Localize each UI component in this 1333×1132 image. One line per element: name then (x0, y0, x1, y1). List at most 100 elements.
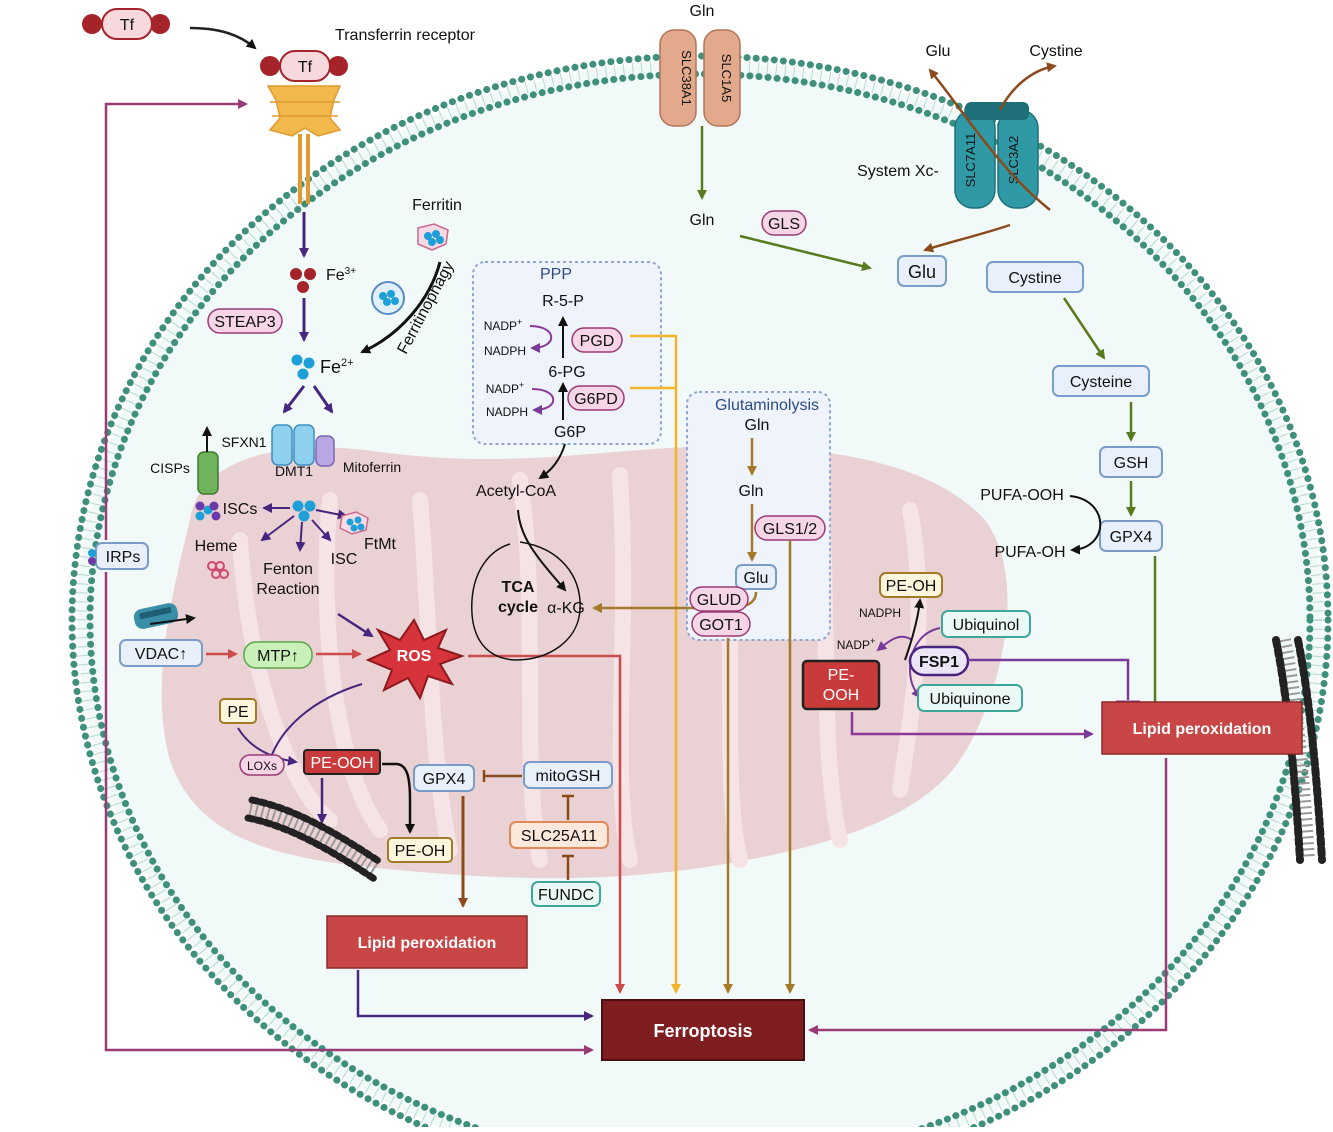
pe-ooh-to-pe-oh-arrow (382, 762, 415, 834)
nadp-1-label: NADP+ (484, 317, 523, 333)
transferrin-receptor-label: Transferrin receptor (335, 27, 476, 44)
glud-box: GLUD (689, 586, 749, 612)
pgd-box: PGD (571, 327, 623, 353)
iscs-icon (195, 501, 221, 521)
gsh-label: GSH (1114, 455, 1149, 472)
iscs-label: ISCs (223, 501, 258, 518)
pe-oh-cytosol-box: PE-OH (879, 572, 943, 598)
ros-label: ROS (397, 648, 432, 665)
cell-membrane-inner (86, 70, 1314, 1132)
slc38a1-label: SLC38A1 (679, 50, 694, 106)
vdac-box: VDAC↑ (119, 639, 203, 667)
pe-oh-cytosol-label: PE-OH (886, 578, 937, 595)
pe-ooh-cytosol-line1: PE- (828, 667, 855, 684)
tca-label-1: TCA (502, 579, 535, 596)
glu-box: Glu (897, 255, 947, 287)
mtp-box: MTP↑ (243, 641, 313, 669)
pe-ooh-mito-label: PE-OOH (310, 755, 373, 772)
pe-box: PE (219, 698, 257, 724)
nadp-cytosol-text: NADP (837, 638, 870, 652)
irps-to-receptor-arrow (104, 99, 248, 540)
fsp1-pe-oh-arrow (904, 598, 925, 661)
cysteine-label: Cysteine (1070, 374, 1132, 391)
nadp-2-label: NADP+ (486, 380, 525, 396)
ros-to-ferroptosis-arrow (468, 654, 625, 994)
iron-ion-icon (260, 56, 280, 76)
got1-box: GOT1 (691, 611, 751, 637)
fe2-ion-icon (291, 354, 303, 366)
ftmt-icon (339, 511, 369, 535)
fe3-ion-icon (304, 268, 316, 280)
mito-lipid-peroxidation-to-ferroptosis-arrow (356, 970, 594, 1021)
slc1a5-label: SLC1A5 (719, 54, 734, 102)
lipid-peroxidation-cytosol-label: Lipid peroxidation (1133, 721, 1272, 738)
g6pd-box: G6PD (567, 385, 625, 411)
dmt1-transporter (271, 424, 315, 466)
nadp-cytosol-plus: + (870, 636, 875, 646)
pe-ooh-cytosol-line2: OOH (823, 687, 859, 704)
ubiquinone-box: Ubiquinone (917, 684, 1023, 712)
tf-binding-arrow (189, 26, 257, 50)
lipid-peroxidation-to-ferroptosis-arrow (808, 758, 1168, 1035)
reaction-label: Reaction (256, 581, 319, 598)
nadph-1-label: NADPH (484, 344, 526, 358)
glutaminolysis-glu-box: Glu (735, 564, 777, 590)
fundc-box: FUNDC (531, 881, 601, 907)
r5p-label: R-5-P (542, 293, 584, 310)
mito-fe-ion-icon (304, 500, 316, 512)
glutaminolysis-gln-2: Gln (739, 483, 764, 500)
pe-to-pe-ooh-arrow (237, 727, 298, 766)
glu-export-arrow (928, 68, 1051, 211)
fsp1-box: FSP1 (908, 645, 970, 677)
ferroptosis-label: Ferroptosis (653, 1021, 752, 1041)
ubiquinol-label: Ubiquinol (953, 617, 1020, 634)
glu-out-label: Glu (926, 43, 951, 60)
ferritinophagy-arrow (360, 261, 442, 354)
mitogsh-label: mitoGSH (536, 768, 601, 785)
ubiquinol-box: Ubiquinol (941, 610, 1031, 638)
acetyl-coa-to-tca-arrow (517, 509, 567, 592)
fe2-ion-icon (303, 357, 315, 369)
tf-free-label: Tf (120, 17, 135, 34)
gls12-box: GLS1/2 (754, 515, 826, 541)
cystine-label: Cystine (1008, 270, 1061, 287)
cysteine-box: Cysteine (1052, 365, 1150, 397)
ubiquinone-label: Ubiquinone (930, 691, 1011, 708)
pe-label: PE (227, 704, 248, 721)
g6p-label: G6P (554, 424, 586, 441)
iron-ion-icon (82, 14, 102, 34)
cell-membrane-tails (75, 59, 1325, 1132)
fenton-label: Fenton (263, 561, 313, 578)
glutaminolysis-title: Glutaminolysis (715, 397, 819, 414)
ferritin-label: Ferritin (412, 197, 462, 214)
gls12-label: GLS1/2 (763, 521, 817, 538)
free-transferrin: Tf (82, 8, 170, 40)
nadph-2-label: NADPH (486, 405, 528, 419)
fe3-sup: 3+ (345, 266, 357, 277)
fe2-ion-icon (297, 368, 309, 380)
lipid-peroxidation-mito-box: Lipid peroxidation (326, 915, 528, 969)
cell-membrane-outer (68, 52, 1332, 1132)
nadp-2-text: NADP (486, 382, 519, 396)
gls-label: GLS (768, 216, 800, 233)
fe-to-heme-arrow (260, 515, 295, 542)
pufa-ooh-label: PUFA-OOH (980, 487, 1064, 504)
fe3-ion-icon (290, 268, 302, 280)
ubiquinol-arc (908, 627, 941, 699)
loxs-box: LOXs (239, 754, 285, 776)
got1-label: GOT1 (699, 617, 743, 634)
gln-inside-label: Gln (690, 212, 715, 229)
glutaminolysis-glu-label: Glu (744, 570, 769, 587)
gsh-box: GSH (1099, 446, 1163, 478)
gpx4-mito-label: GPX4 (423, 771, 466, 788)
ftmt-label: FtMt (364, 536, 397, 553)
mito-fe-ion-icon (298, 510, 310, 522)
fe3-ion-icon (297, 281, 309, 293)
ferritin-vesicle-icon (371, 281, 405, 315)
nadp-1-plus: + (517, 317, 522, 327)
fe2-to-cisps-arrow (282, 385, 306, 414)
pgd-label: PGD (580, 333, 615, 350)
g6p-to-acetyl-coa-arrow (538, 443, 566, 480)
transferrin-receptor: Tf (260, 50, 348, 204)
